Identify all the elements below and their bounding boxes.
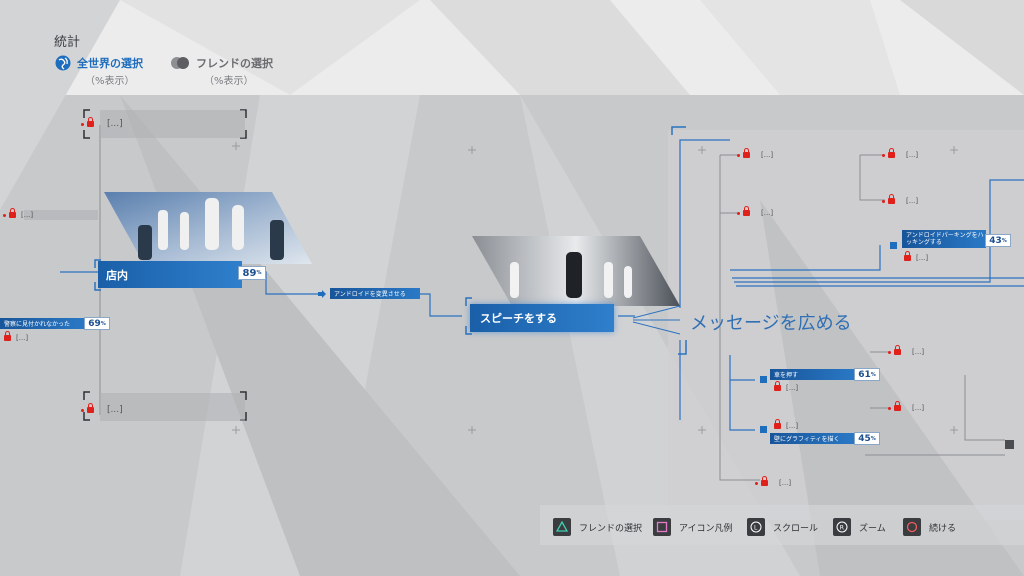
tab-friend-choices[interactable]: フレンドの選択 （%表示） [170,55,273,87]
lock-icon [743,148,750,158]
node-connector-icon [760,376,767,383]
svg-text:L: L [754,525,758,532]
locked-node-r5[interactable]: [...] [888,345,924,359]
lock-icon [904,251,911,261]
node-connector-icon [890,242,897,249]
choice-police-node[interactable]: 警察に見付かれなかった [0,318,86,329]
footer-icon-legend[interactable]: アイコン凡例 [653,518,733,536]
lock-icon [87,403,94,413]
locked-node-car[interactable]: [...] [774,381,798,395]
locked-node-r1[interactable]: [...] [737,148,773,162]
tab-global-sub: （%表示） [85,76,135,87]
square-button-icon [653,518,671,536]
percent-badge: 61% [854,368,880,381]
node-push-car[interactable]: 車を押す [770,369,856,380]
lock-icon [4,331,11,341]
node-connector-icon [1005,440,1014,449]
tab-friend-label: フレンドの選択 [196,57,273,70]
footer-continue[interactable]: 続ける [903,518,956,536]
svg-text:R: R [840,525,844,532]
page-title: 統計 [54,35,81,50]
tab-global-choices[interactable]: 全世界の選択 （%表示） [55,55,143,87]
lock-icon [888,148,895,158]
lock-icon [9,208,16,218]
lock-icon [774,419,781,429]
lock-icon [743,206,750,216]
percent-badge: 43% [985,234,1011,247]
percent-badge: 45% [854,432,880,445]
locked-node-r2[interactable]: [...] [737,206,773,220]
lock-icon [87,117,94,127]
red-dot-icon [882,199,885,203]
node-graffiti[interactable]: 壁にグラフィティを描く [770,433,856,444]
r-stick-icon: R [833,518,851,536]
globe-icon [55,55,71,71]
locked-node-mid[interactable]: [...] [3,208,33,222]
red-dot-icon [755,481,758,485]
friends-icon [171,57,189,69]
lock-icon [894,401,901,411]
red-dot-icon [737,211,740,215]
footer-scroll[interactable]: L スクロール [747,518,818,536]
triangle-button-icon [553,518,571,536]
node-hack-parking[interactable]: アンドロイドパーキングをハッキングする [902,230,986,248]
locked-node-r3[interactable]: [...] [882,148,918,162]
footer-zoom[interactable]: R ズーム [833,518,886,536]
l-stick-icon: L [747,518,765,536]
red-dot-icon [882,153,885,157]
node-connector-icon [760,426,767,433]
red-dot-icon [81,122,84,126]
locked-node-r4[interactable]: [...] [882,194,918,208]
locked-node-r6[interactable]: [...] [888,401,924,415]
red-dot-icon [3,213,6,217]
lock-icon [774,381,781,391]
tab-global-label: 全世界の選択 [77,57,143,70]
locked-node-top[interactable]: [...] [81,117,123,131]
red-dot-icon [737,153,740,157]
red-dot-icon [888,350,891,354]
lock-icon [888,194,895,204]
locked-node-r7[interactable]: [...] [755,476,791,490]
percent-badge: 69% [84,317,110,330]
lock-icon [761,476,768,486]
locked-node-graffiti[interactable]: [...] [774,419,798,433]
node-store[interactable]: 店内 [98,261,242,288]
node-android-change[interactable]: アンドロイドを変異させる [330,288,420,299]
locked-node-police[interactable]: [...] [4,331,28,345]
percent-badge: 89% [238,266,266,280]
red-dot-icon [81,408,84,412]
footer-friend-choice[interactable]: フレンドの選択 [553,518,642,536]
node-speech[interactable]: スピーチをする [470,304,614,332]
lock-icon [894,345,901,355]
circle-button-icon [903,518,921,536]
red-dot-icon [888,406,891,410]
tab-friend-sub: （%表示） [204,76,254,87]
node-message-spread[interactable]: メッセージを広める [690,313,852,334]
locked-node-bottom[interactable]: [...] [81,403,123,417]
locked-node-hack[interactable]: [...] [904,251,928,265]
arrow-right-icon [318,290,326,298]
